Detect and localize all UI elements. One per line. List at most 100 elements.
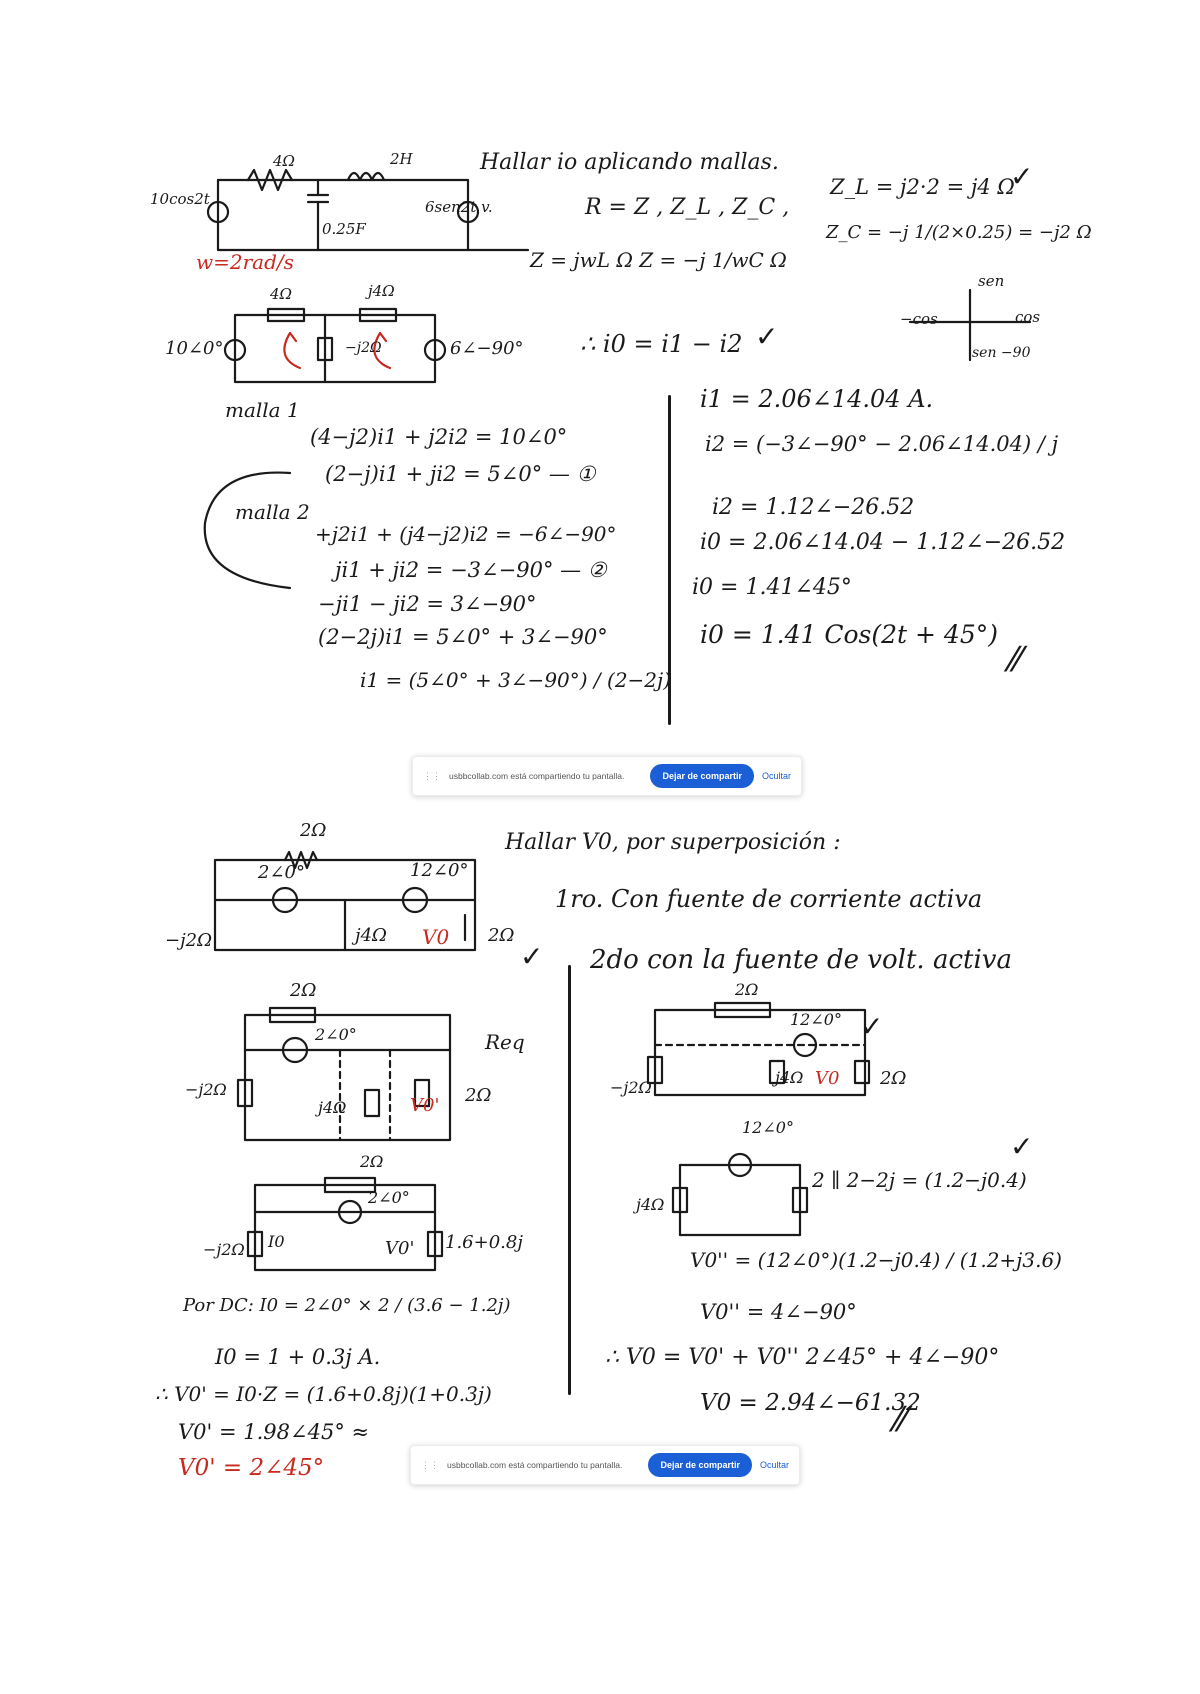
circuit-phasor-domain xyxy=(223,307,447,384)
simplified-v-src-label: 12∠0° xyxy=(742,1118,794,1137)
vo1-expression: ∴ V0' = I0·Z = (1.6+0.8j)(1+0.3j) xyxy=(155,1382,492,1406)
column-divider-2 xyxy=(568,965,571,1395)
impedance-formulas: Z = jwL Ω Z = −j 1/wC Ω xyxy=(530,248,787,272)
axis-label-sen: sen xyxy=(978,272,1005,290)
mesh1-eq2: (2−j)i1 + ji2 = 5∠0° — ① xyxy=(325,462,596,486)
step2-vo-label: V0 xyxy=(815,1068,840,1089)
screen-share-bar-2: ⋮⋮ usbbcollab.com está compartiendo tu p… xyxy=(410,1445,800,1485)
io-relation: ∴ i0 = i1 − i2 xyxy=(580,330,743,358)
zc-value: Z_C = −j 1/(2×0.25) = −j2 Ω xyxy=(826,222,1092,243)
combo-label: 1.6+0.8j xyxy=(445,1232,523,1253)
hide-button[interactable]: Ocultar xyxy=(759,1460,789,1470)
circuit-superposition-original xyxy=(213,850,477,952)
simplified-ind-label: j4Ω xyxy=(636,1195,665,1214)
phasor-right-label: 6∠−90° xyxy=(450,338,524,359)
share-message: usbbcollab.com está compartiendo tu pant… xyxy=(449,771,625,781)
reduced-r-label: 2Ω xyxy=(360,1152,384,1171)
check-mark-icon: ✓ xyxy=(1010,1130,1034,1163)
result-io-time: i0 = 1.41 Cos(2t + 45°) xyxy=(700,620,998,649)
r-top-label: 2Ω xyxy=(300,820,327,841)
axis-label-neg-cos: −cos xyxy=(900,310,938,328)
double-check-mark-icon: ⁄⁄ xyxy=(1010,640,1022,680)
step1-vo-label: V0' xyxy=(410,1095,440,1116)
total-value: V0 = 2.94∠−61.32 xyxy=(700,1390,921,1416)
omega-label: w=2rad/s xyxy=(196,250,294,274)
hide-button[interactable]: Ocultar xyxy=(761,771,791,781)
check-mark-icon: ✓ xyxy=(860,1010,884,1043)
mesh2-title: malla 2 xyxy=(235,500,310,524)
screen-share-bar: ⋮⋮ usbbcollab.com está compartiendo tu p… xyxy=(412,756,802,796)
mesh2-eq2: ji1 + ji2 = −3∠−90° — ② xyxy=(335,558,607,582)
part2-heading: Hallar V0, por superposición : xyxy=(505,830,841,855)
circuit-time-domain xyxy=(206,168,530,252)
parallel-expression: 2 ∥ 2−2j = (1.2−j0.4) xyxy=(812,1168,1027,1192)
by-dc-expression: Por DC: I0 = 2∠0° × 2 / (3.6 − 1.2j) xyxy=(183,1295,511,1316)
reduced-io-label: I0 xyxy=(268,1232,285,1251)
mesh2-eq1: +j2i1 + (j4−j2)i2 = −6∠−90° xyxy=(315,522,617,546)
step1-label: 1ro. Con fuente de corriente activa xyxy=(555,885,983,913)
check-mark-icon: ✓ xyxy=(1010,160,1034,193)
result-i2: i2 = 1.12∠−26.52 xyxy=(712,495,915,520)
source-left-label: 10cos2t xyxy=(150,190,210,208)
axis-label-sen-90: sen −90 xyxy=(972,345,1031,361)
step2-r-label: 2Ω xyxy=(735,980,759,999)
step1-ind-label: j4Ω xyxy=(318,1098,347,1117)
step1-i-src-label: 2∠0° xyxy=(315,1025,357,1044)
vo2-expression: V0'' = (12∠0°)(1.2−j0.4) / (1.2+j3.6) xyxy=(690,1248,1062,1272)
mesh1-title: malla 1 xyxy=(225,398,300,422)
step2-label: 2do con la fuente de volt. activa xyxy=(590,945,1012,975)
phasor-axes-diagram xyxy=(908,288,1032,362)
part1-heading: Hallar io aplicando mallas. xyxy=(480,150,779,175)
step2-rout-label: 2Ω xyxy=(880,1068,907,1089)
impedance-types: R = Z , Z_L , Z_C , xyxy=(585,195,790,220)
cap-label: −j2Ω xyxy=(165,930,213,951)
circuit-reduced xyxy=(246,1176,444,1272)
zl-value: Z_L = j2·2 = j4 Ω xyxy=(830,175,1015,199)
step2-v-src-label: 12∠0° xyxy=(790,1010,842,1029)
check-mark-icon: ✓ xyxy=(520,940,544,973)
sum-equation: (2−2j)i1 = 5∠0° + 3∠−90° xyxy=(318,625,608,649)
req-label: Req xyxy=(485,1030,525,1054)
column-divider xyxy=(668,395,671,725)
l-phasor-label: j4Ω xyxy=(368,282,395,300)
substitution-arrow xyxy=(203,471,292,590)
ind-label: j4Ω xyxy=(355,925,387,946)
axis-label-cos: cos xyxy=(1015,308,1041,326)
check-mark-icon: ✓ xyxy=(755,320,779,353)
stop-sharing-button[interactable]: Dejar de compartir xyxy=(650,764,754,788)
step1-cap-label: −j2Ω xyxy=(185,1080,227,1099)
reduced-cap-label: −j2Ω xyxy=(203,1240,245,1259)
circuit-voltage-source xyxy=(646,1001,871,1097)
source-right-label: 6sen2t v. xyxy=(425,198,493,216)
vo-label: V0 xyxy=(422,925,450,949)
phasor-left-label: 10∠0° xyxy=(165,338,224,359)
reduced-vo-label: V0' xyxy=(385,1238,415,1259)
vo1-approx: V0' = 2∠45° xyxy=(178,1455,325,1481)
total-expression: ∴ V0 = V0' + V0'' 2∠45° + 4∠−90° xyxy=(605,1345,1000,1370)
v-src-label: 12∠0° xyxy=(410,860,469,881)
i1-expression: i1 = (5∠0° + 3∠−90°) / (2−2j) xyxy=(360,668,672,692)
step2-cap-label: −j2Ω xyxy=(610,1078,652,1097)
mesh1-eq1: (4−j2)i1 + j2i2 = 10∠0° xyxy=(310,425,568,449)
c1-label: 0.25F xyxy=(322,220,366,238)
reduced-i-src-label: 2∠0° xyxy=(368,1188,410,1207)
step2-ind-label: j4Ω xyxy=(775,1068,804,1087)
step1-rout-label: 2Ω xyxy=(465,1085,492,1106)
vo2-value: V0'' = 4∠−90° xyxy=(700,1300,857,1324)
vo1-value: V0' = 1.98∠45° ≈ xyxy=(178,1420,370,1444)
l1-label: 2H xyxy=(390,150,413,168)
drag-handle-icon[interactable]: ⋮⋮ xyxy=(423,770,441,781)
r-out-label: 2Ω xyxy=(488,925,515,946)
result-io-polar: i0 = 1.41∠45° xyxy=(692,575,852,600)
c-phasor-label: −j2Ω xyxy=(345,340,382,356)
drag-handle-icon[interactable]: ⋮⋮ xyxy=(421,1459,439,1470)
result-i2-expression: i2 = (−3∠−90° − 2.06∠14.04) / j xyxy=(705,432,1059,456)
r1-label: 4Ω xyxy=(273,152,295,170)
double-check-mark-icon: ⁄⁄ xyxy=(895,1400,907,1440)
circuit-voltage-simplified xyxy=(671,1152,809,1237)
result-io-expression: i0 = 2.06∠14.04 − 1.12∠−26.52 xyxy=(700,530,1066,555)
result-i1: i1 = 2.06∠14.04 A. xyxy=(700,385,934,413)
share-message: usbbcollab.com está compartiendo tu pant… xyxy=(447,1460,623,1470)
stop-sharing-button[interactable]: Dejar de compartir xyxy=(648,1453,752,1477)
mesh2-eq3: −ji1 − ji2 = 3∠−90° xyxy=(318,592,537,616)
